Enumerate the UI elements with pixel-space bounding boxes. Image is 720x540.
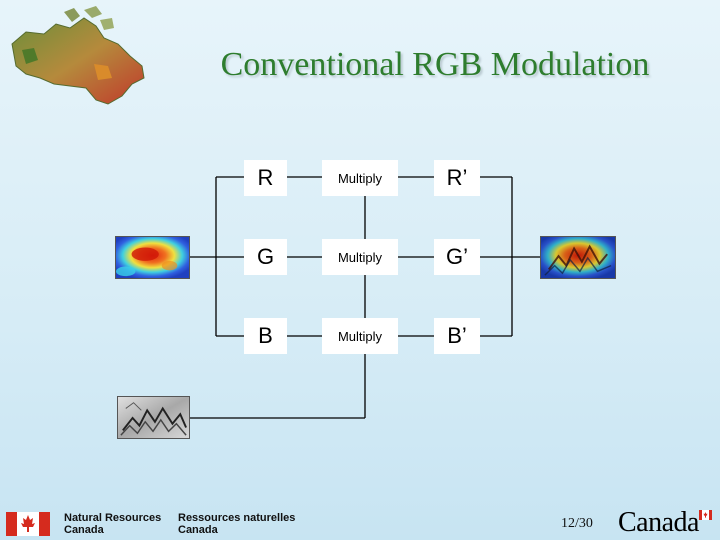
elevation-color-image [115, 236, 190, 279]
canada-wordmark: Canada [618, 507, 699, 538]
multiply-box-r: Multiply [322, 160, 398, 196]
channel-box-g: G [244, 239, 287, 275]
department-name-french: Ressources naturelles Canada [178, 512, 295, 536]
channel-label: G [256, 244, 275, 269]
department-en-line2: Canada [64, 524, 104, 536]
multiply-box-g: Multiply [322, 239, 398, 275]
modulated-color-image [540, 236, 616, 279]
canada-flag-icon [6, 512, 50, 536]
multiply-box-b: Multiply [322, 318, 398, 354]
output-box-r: R’ [434, 160, 480, 196]
channel-label: B [258, 323, 273, 348]
output-box-g: G’ [434, 239, 480, 275]
department-en-line1: Natural Resources [64, 512, 162, 524]
department-fr-line2: Canada [178, 524, 218, 536]
wordmark-flag-icon [699, 510, 712, 520]
operation-label: Multiply [337, 170, 383, 186]
channel-label: R [257, 165, 274, 190]
department-name-english: Natural Resources Canada [64, 512, 161, 536]
output-label: B’ [447, 323, 467, 348]
operation-label: Multiply [337, 328, 383, 344]
channel-box-r: R [244, 160, 287, 196]
channel-box-b: B [244, 318, 287, 354]
output-label: R’ [446, 165, 468, 190]
operation-label: Multiply [337, 249, 383, 265]
page-number: 12/30 [561, 516, 593, 531]
output-label: G’ [446, 244, 468, 269]
hillshade-grayscale-image [117, 396, 190, 439]
output-box-b: B’ [434, 318, 480, 354]
canada-map-logo [11, 6, 145, 105]
department-fr-line1: Ressources naturelles [178, 512, 296, 524]
slide-title: Conventional RGB Modulation [220, 46, 650, 83]
